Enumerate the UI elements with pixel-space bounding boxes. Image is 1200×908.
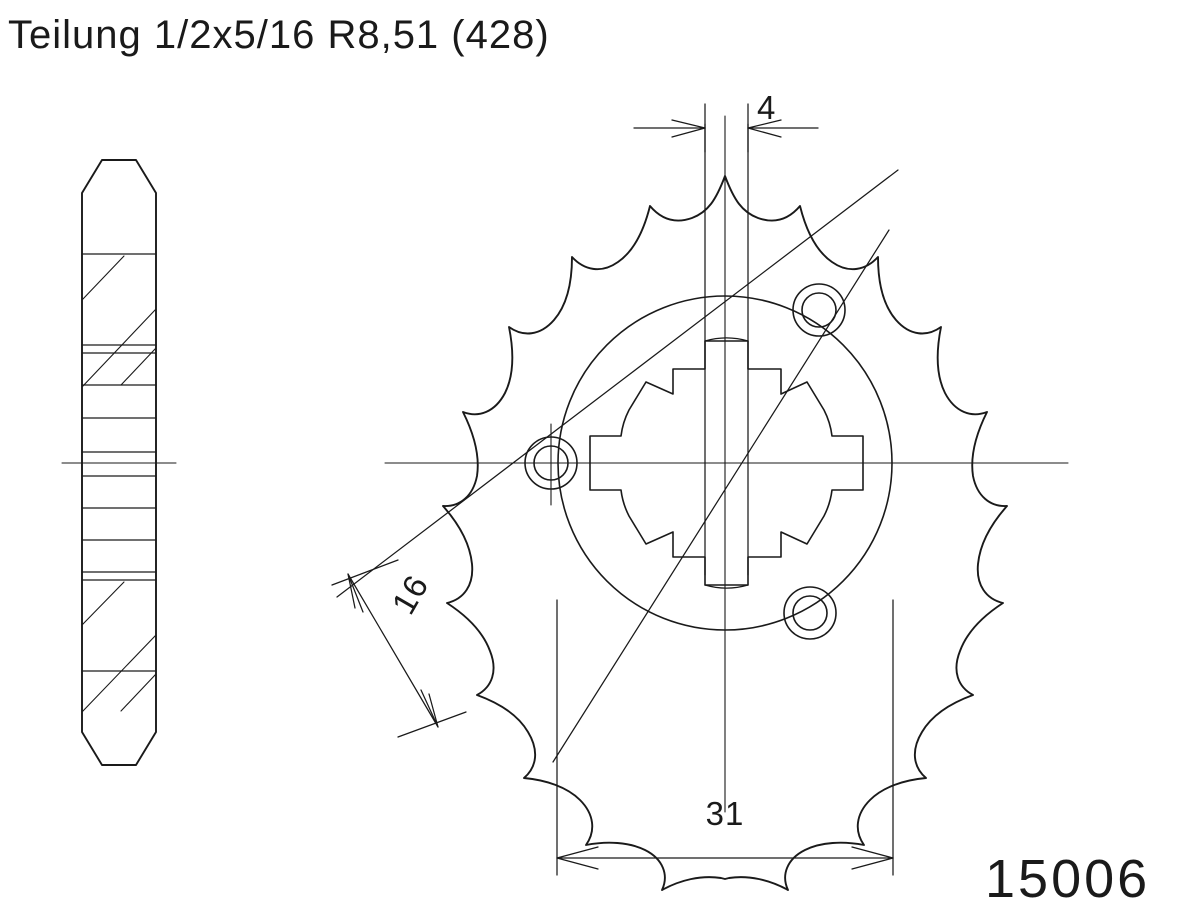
drawing-title: Teilung 1/2x5/16 R8,51 (428) <box>8 13 550 57</box>
section-side-view <box>61 159 177 766</box>
dimension-keyway-width-label: 4 <box>757 89 776 126</box>
bolt-hole-lower-right <box>783 586 837 640</box>
dimension-bolt-circle-label: 16 <box>384 568 435 620</box>
section-hatch-lower <box>81 581 157 713</box>
dim16-dimension-line <box>347 573 439 728</box>
dimension-hub-diameter-label: 31 <box>706 795 745 832</box>
dimension-keyway-width: 4 <box>633 89 819 153</box>
dim16-ext-lower <box>397 711 467 738</box>
bolt-hole-upper-right <box>792 283 846 337</box>
section-step-lines <box>81 253 157 672</box>
hub-circle <box>557 295 893 631</box>
sprocket-tooth-profile <box>442 175 1008 891</box>
dim16-ext-upper <box>331 559 399 586</box>
dimension-hub-diameter: 31 <box>556 599 894 876</box>
front-sprocket-view <box>336 115 1069 891</box>
bolt-circle-diagonal-a <box>336 169 899 598</box>
section-hatch-upper <box>81 255 157 388</box>
part-number-label: 15006 <box>985 849 1150 908</box>
dimension-bolt-circle: 16 <box>331 559 467 738</box>
bore-keyway-arc-top <box>704 337 749 342</box>
bolt-hole-left <box>524 423 578 506</box>
bolt-circle-diagonal-b <box>552 229 890 763</box>
bore-keyway-arc-bottom <box>704 584 749 589</box>
section-outline <box>81 159 157 766</box>
